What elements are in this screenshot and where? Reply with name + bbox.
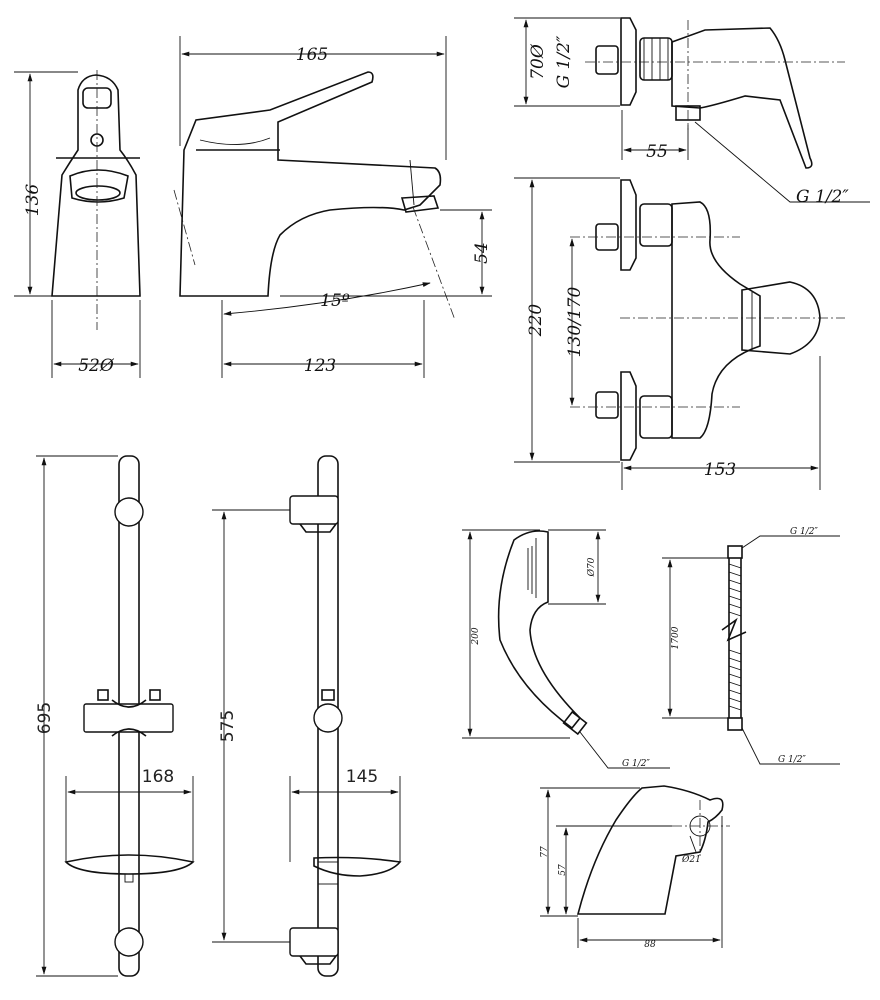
bracket-mount-height-label: 57 bbox=[558, 864, 568, 876]
basin-reach-label: 123 bbox=[304, 356, 336, 376]
bracket-dia-label: Ø21 bbox=[681, 854, 701, 865]
shower-spacing-label: 130/170 bbox=[565, 287, 585, 358]
hand-shower-length-label: 200 bbox=[471, 627, 481, 645]
basin-mixer-front-view: 136 52Ø bbox=[14, 70, 141, 378]
basin-mixer-side-view: 165 54 15º 123 bbox=[173, 36, 492, 378]
shower-thread-label: G 1/2″ bbox=[554, 35, 574, 88]
shower-thread-callout: G 1/2″ bbox=[796, 187, 849, 207]
shower-mixer-front-view: 220 130/170 153 bbox=[514, 177, 845, 490]
wall-bracket: 77 57 Ø21 88 bbox=[540, 785, 730, 950]
hand-shower-thread-label: G 1/2″ bbox=[622, 759, 651, 769]
shower-width-label: 153 bbox=[704, 460, 736, 480]
slide-bar-front-view: 695 168 bbox=[35, 455, 195, 977]
slide-bar-side-view: 575 145 bbox=[212, 455, 402, 977]
bracket-width-label: 88 bbox=[644, 940, 656, 950]
shower-hose: 1700 G 1/2″ G 1/2″ bbox=[662, 527, 840, 765]
bar-side-width-label: 145 bbox=[346, 767, 378, 787]
shower-mixer-top-view: 70Ø G 1/2″ 55 G 1/2″ bbox=[514, 17, 870, 207]
hose-top-thread-label: G 1/2″ bbox=[790, 527, 819, 537]
hand-shower: 200 Ø70 G 1/2″ bbox=[462, 529, 670, 769]
hose-bottom-thread-label: G 1/2″ bbox=[778, 755, 807, 765]
basin-length-label: 165 bbox=[296, 45, 328, 65]
bar-side-length-label: 575 bbox=[218, 710, 238, 742]
hose-length-label: 1700 bbox=[671, 626, 681, 649]
bar-width-label: 168 bbox=[142, 767, 174, 787]
basin-base-dia-label: 52Ø bbox=[78, 356, 115, 376]
basin-angle-label: 15º bbox=[320, 291, 350, 311]
hand-shower-dia-label: Ø70 bbox=[586, 557, 597, 577]
shower-height-label: 220 bbox=[526, 304, 546, 338]
basin-height-label: 136 bbox=[23, 184, 43, 217]
bracket-height-label: 77 bbox=[540, 846, 550, 858]
basin-spout-height-label: 54 bbox=[472, 242, 492, 264]
shower-depth-label: 55 bbox=[646, 142, 668, 162]
shower-dia-label: 70Ø bbox=[528, 43, 548, 80]
bar-length-label: 695 bbox=[35, 702, 55, 734]
